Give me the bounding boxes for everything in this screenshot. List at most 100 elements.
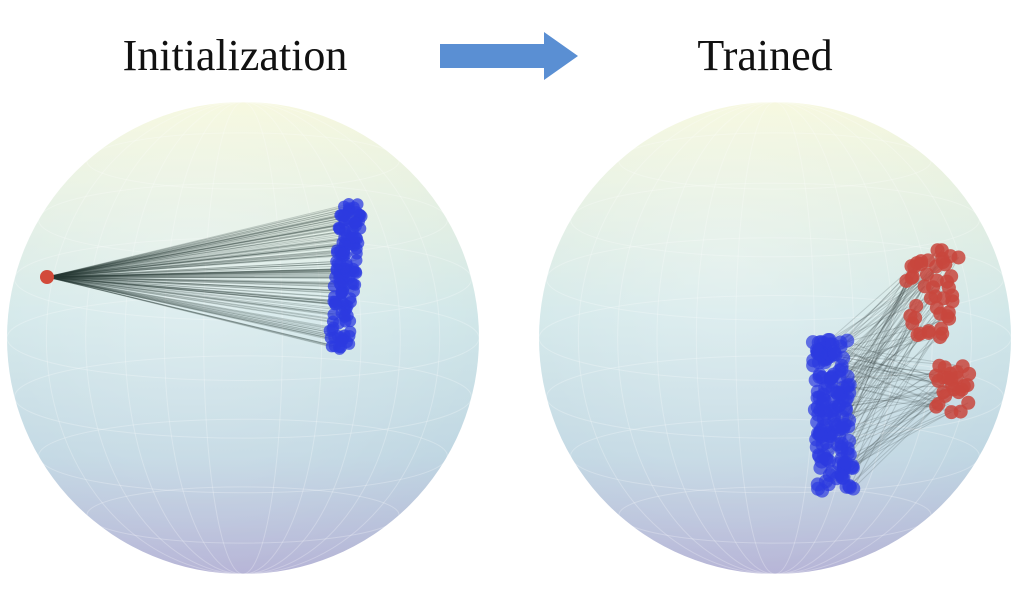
link-line <box>46 234 347 278</box>
link-line <box>46 215 344 278</box>
link-line <box>46 221 357 278</box>
link-line <box>46 276 347 310</box>
blue-point <box>846 481 861 496</box>
link-line <box>831 249 938 378</box>
link-line <box>46 253 357 278</box>
link-line <box>835 295 953 425</box>
link-line <box>46 252 344 278</box>
sphere-grid-line <box>86 132 400 190</box>
link-line <box>46 262 347 278</box>
blue-point <box>350 254 363 267</box>
link-line <box>46 270 351 278</box>
link-line <box>46 270 354 278</box>
link-line <box>46 268 346 278</box>
link-line <box>46 276 348 343</box>
link-line <box>46 276 334 315</box>
red-point <box>961 395 976 410</box>
link-line <box>46 272 357 278</box>
link-line <box>46 227 339 278</box>
sphere-grid-line <box>6 295 480 381</box>
link-line <box>46 250 341 278</box>
link-line <box>46 242 359 278</box>
link-line <box>841 391 944 479</box>
link-line <box>46 276 334 329</box>
link-line <box>46 230 346 278</box>
link-line <box>46 276 343 292</box>
link-line <box>46 276 338 305</box>
blue-point <box>836 470 851 485</box>
link-line <box>46 228 340 278</box>
link-line <box>46 243 355 278</box>
link-line <box>46 276 344 340</box>
link-line <box>46 228 361 278</box>
blue-point <box>323 324 336 337</box>
link-line <box>46 244 348 278</box>
blue-point <box>333 277 346 290</box>
link-line <box>46 276 335 347</box>
link-line <box>46 276 341 286</box>
sphere-grid-line <box>618 132 932 190</box>
blue-point <box>811 481 826 496</box>
link-line <box>46 276 341 302</box>
sphere-trained <box>538 101 1012 575</box>
blue-point <box>835 420 850 435</box>
link-line <box>46 265 348 278</box>
link-line <box>46 276 335 298</box>
link-line <box>46 270 347 278</box>
link-line <box>46 214 360 278</box>
link-line <box>46 276 351 303</box>
link-line <box>46 214 361 278</box>
link-line <box>46 275 340 278</box>
blue-point <box>350 206 363 219</box>
link-line <box>46 276 343 303</box>
sphere-initialization <box>6 101 480 575</box>
link-line <box>46 243 351 278</box>
blue-point <box>337 247 350 260</box>
link-line <box>46 232 350 278</box>
link-line <box>46 276 342 294</box>
link-line <box>844 300 953 426</box>
link-line <box>46 276 338 337</box>
link-line <box>46 209 350 278</box>
link-line <box>46 276 348 317</box>
link-line <box>46 276 336 303</box>
link-line <box>46 276 336 305</box>
link-line <box>46 276 345 318</box>
link-line <box>46 212 349 278</box>
link-line <box>46 276 345 336</box>
sphere-grid-line <box>656 101 894 575</box>
red-point <box>929 259 944 274</box>
link-line <box>46 206 345 278</box>
sphere-grid-line <box>38 418 448 494</box>
link-line <box>46 210 349 278</box>
red-point <box>914 257 929 272</box>
link-line <box>849 334 918 488</box>
link-line <box>848 406 937 487</box>
link-line <box>46 276 340 348</box>
link-line <box>46 276 354 285</box>
link-line <box>46 268 344 278</box>
blue-point <box>823 370 838 385</box>
initialization-title: Initialization <box>122 31 348 80</box>
sphere-grid-line <box>13 237 473 321</box>
link-line <box>46 271 356 278</box>
link-line <box>46 276 351 299</box>
link-line <box>46 276 332 347</box>
link-line <box>46 236 352 278</box>
sphere-grid-line <box>163 101 323 575</box>
link-line <box>46 211 357 278</box>
link-line <box>46 263 338 278</box>
link-line <box>46 276 331 339</box>
link-line <box>46 276 334 303</box>
sphere-grid-line <box>45 101 441 575</box>
link-line <box>46 238 358 278</box>
red-point <box>919 267 934 282</box>
link-line <box>46 227 340 278</box>
link-line <box>46 276 346 323</box>
link-line <box>46 276 342 342</box>
link-line <box>46 222 345 278</box>
link-line <box>46 276 352 285</box>
red-point <box>941 280 956 295</box>
blue-point <box>334 341 347 354</box>
link-line <box>46 276 342 294</box>
